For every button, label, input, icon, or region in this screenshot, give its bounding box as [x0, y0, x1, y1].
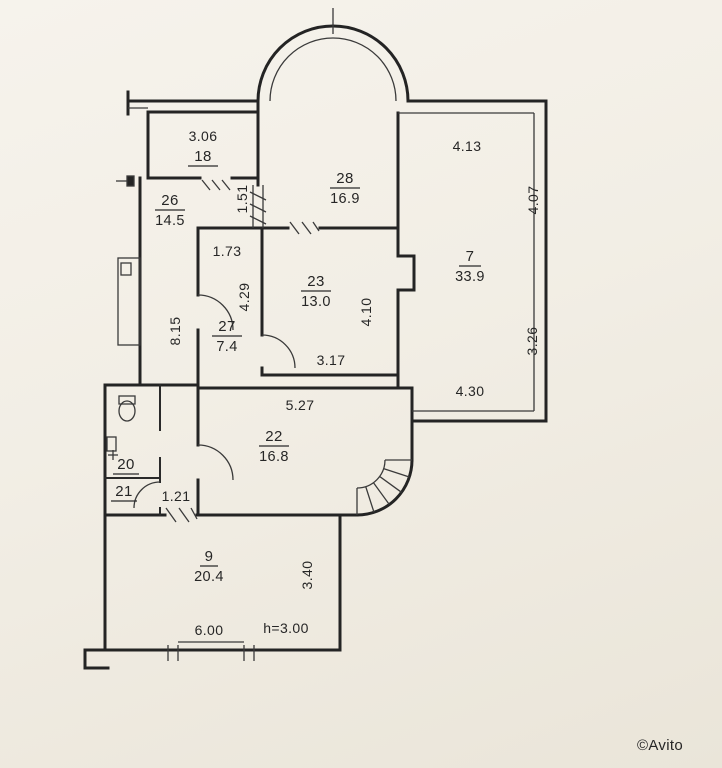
dimension-1-21: 1.21 [162, 488, 191, 504]
duct-shaft [117, 257, 141, 346]
dimension-4-07: 4.07 [525, 186, 541, 215]
pilaster-notch [396, 254, 416, 292]
room-area-22: 16.8 [259, 449, 289, 465]
dimension-1-73: 1.73 [213, 243, 242, 259]
room-number-underlines [111, 165, 481, 567]
dimension-4-10: 4.10 [358, 298, 374, 327]
radiator-icon [106, 436, 117, 452]
room-area-28: 16.9 [330, 191, 360, 207]
dimension-4-29: 4.29 [236, 283, 252, 312]
room-number-22: 22 [265, 428, 283, 445]
dimension-3-06: 3.06 [189, 128, 218, 144]
dimension-3-40: 3.40 [299, 561, 315, 590]
room-number-20: 20 [117, 456, 135, 473]
bay-window-inner-arc [269, 37, 397, 102]
entry-step [83, 648, 110, 670]
room-number-21: 21 [115, 483, 133, 500]
avito-watermark: ©Avito [637, 737, 683, 754]
room-number-18: 18 [194, 148, 212, 165]
bay-window-arc [256, 24, 410, 103]
room-number-23: 23 [307, 273, 325, 290]
dimension-3-17: 3.17 [317, 352, 346, 368]
stair-outer-curve [355, 458, 414, 517]
dimension-4-30: 4.30 [456, 383, 485, 399]
room-area-26: 14.5 [155, 213, 185, 229]
room-number-27: 27 [218, 318, 236, 335]
window-marks [167, 641, 255, 661]
dimension-labels: 4.13 4.07 1.51 1.73 4.29 4.10 3.26 8.15 … [162, 138, 541, 638]
room-number-28: 28 [336, 170, 354, 187]
door-swing-arcs [133, 294, 296, 509]
room-number-26: 26 [161, 192, 179, 209]
toilet-icon [118, 400, 136, 422]
room-number-7: 7 [466, 248, 475, 265]
room-area-7: 33.9 [455, 269, 485, 285]
room-number-9: 9 [205, 548, 214, 565]
toilet-tank-icon [118, 395, 136, 405]
dimension-4-13: 4.13 [453, 138, 482, 154]
room-area-9: 20.4 [194, 569, 224, 585]
opening-hatch-marks [165, 179, 320, 523]
inner-walls [103, 99, 416, 517]
room-area-23: 13.0 [301, 294, 331, 310]
outer-walls [83, 24, 548, 670]
dimension-3-26: 3.26 [524, 327, 540, 356]
door-leaf-mark [126, 175, 135, 187]
dimension-6-00: 6.00 [195, 622, 224, 638]
wall-inner-faces [128, 8, 535, 412]
room-18-walls [146, 110, 260, 180]
stair-fan [356, 459, 412, 515]
dimension-1-51: 1.51 [234, 185, 250, 214]
bathroom-fixtures [106, 175, 136, 460]
room-labels: 3.06 18 26 14.5 28 16.9 7 33.9 23 13.0 2… [115, 128, 485, 585]
bathroom-partitions [104, 384, 161, 516]
room-area-27: 7.4 [216, 339, 237, 355]
dimension-8-15: 8.15 [167, 317, 183, 346]
ceiling-height-label: h=3.00 [263, 620, 309, 636]
dimension-5-27: 5.27 [286, 397, 315, 413]
